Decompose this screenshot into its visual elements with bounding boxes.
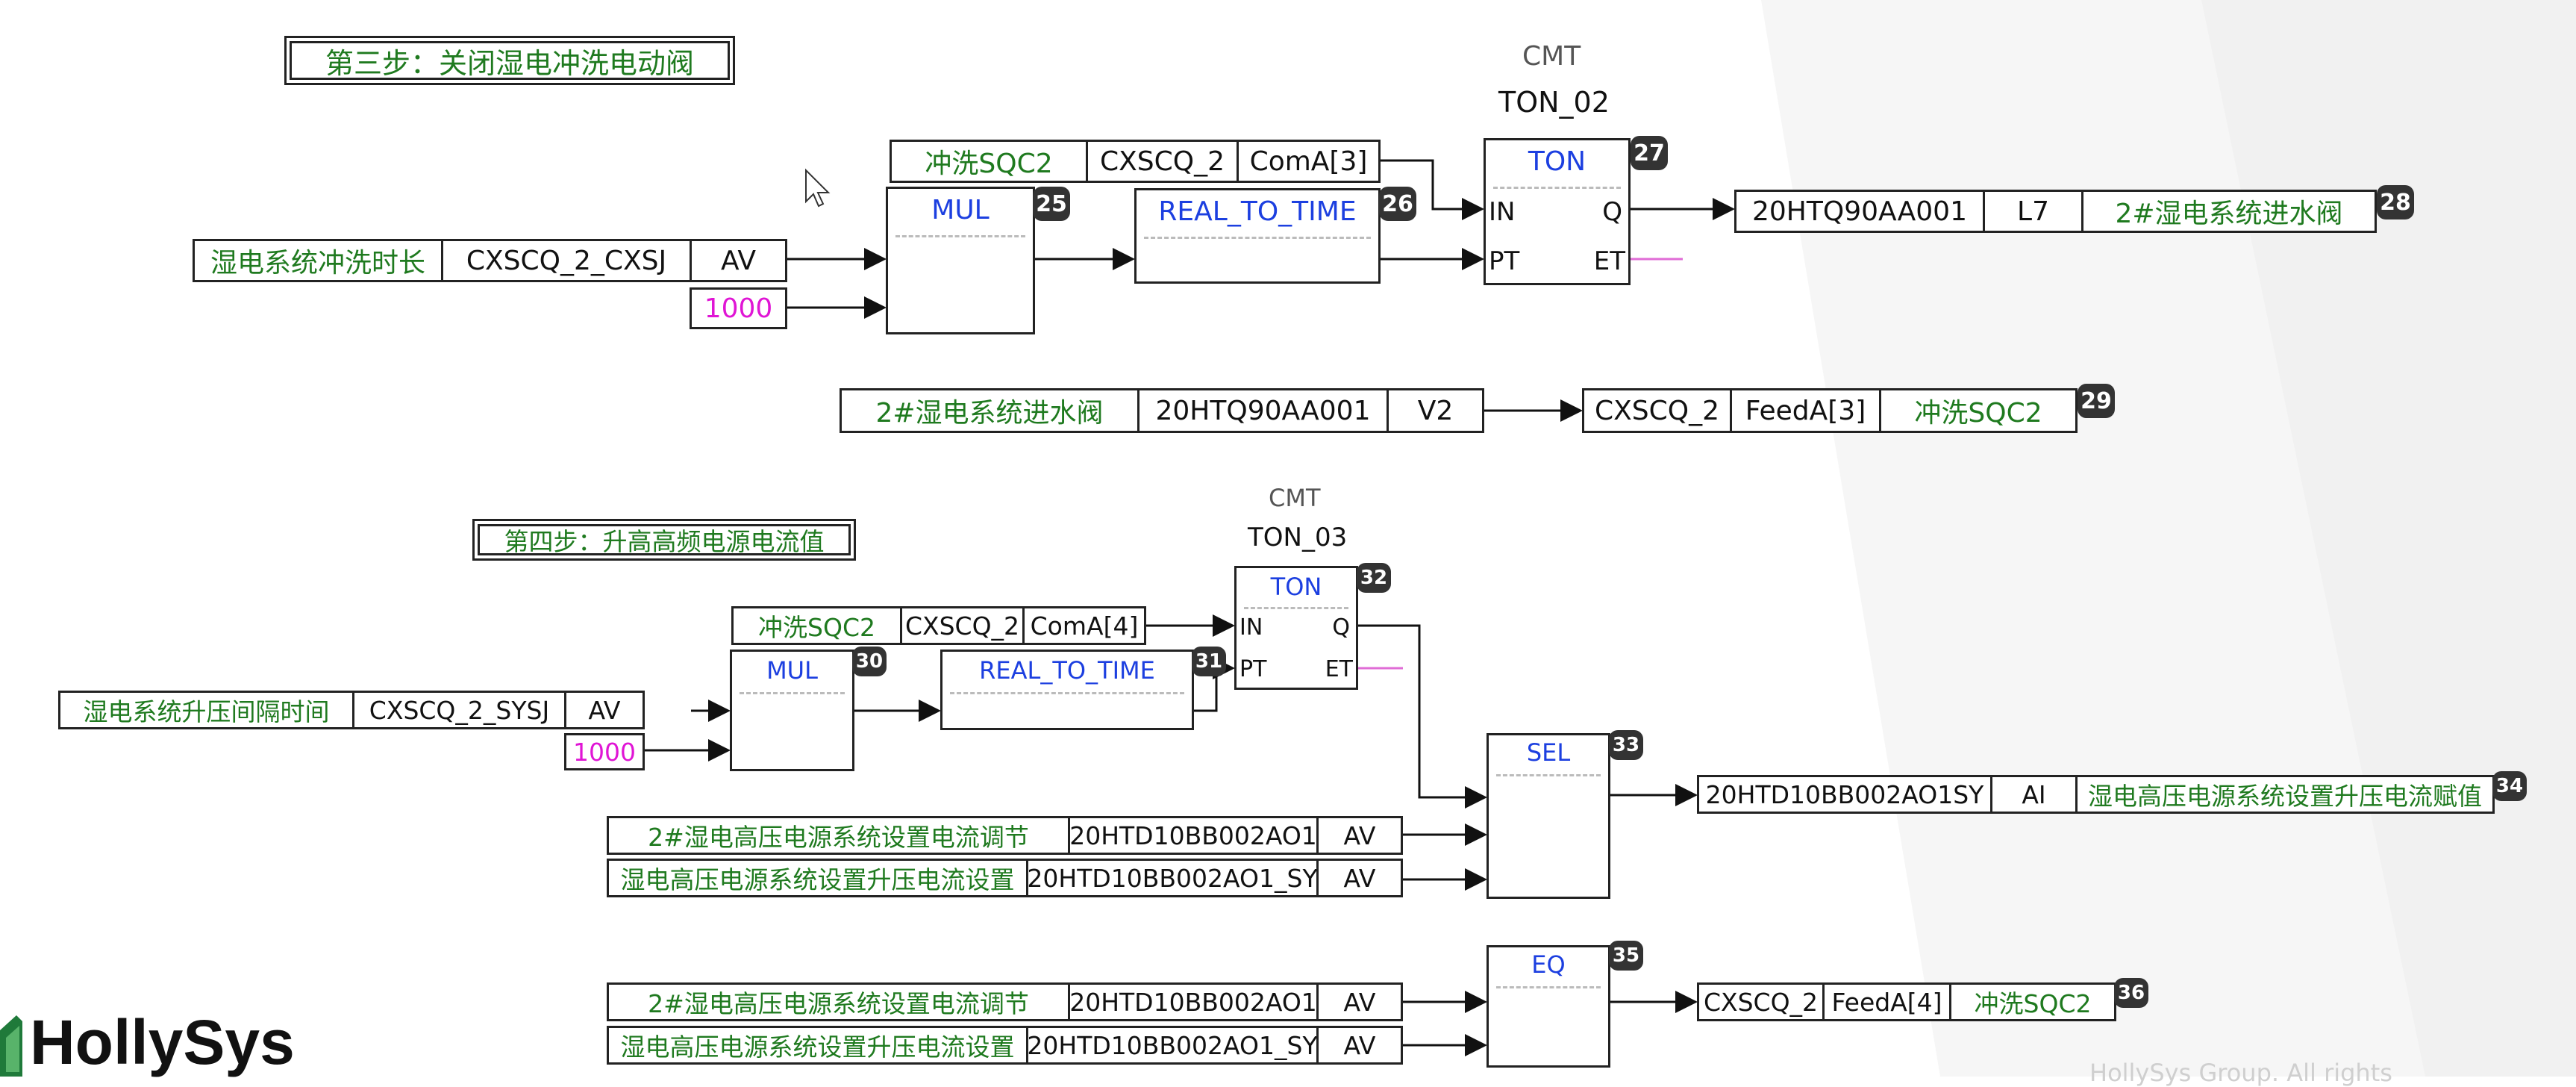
step4-eq-output-cell[interactable]: 冲洗SQC2 [1949, 982, 2116, 1021]
step4-cmt-label: CMT [1269, 484, 1321, 512]
block-name: MUL [931, 195, 990, 225]
step4-mul-block[interactable]: MUL [730, 650, 854, 771]
mouse-cursor-icon [805, 168, 831, 208]
step4-top-input-cell[interactable]: ComA[4] [1022, 606, 1146, 645]
step4-ton-block[interactable]: TON IN PT Q ET [1234, 566, 1358, 690]
block-id-badge: 34 [2492, 771, 2527, 801]
ton-pt-port: PT [1489, 246, 1520, 276]
block-divider [740, 692, 845, 694]
step4-top-input-cell[interactable]: 冲洗SQC2 [731, 606, 902, 645]
block-id-badge: 30 [852, 647, 887, 676]
step4-sel-input-cell[interactable]: 20HTD10BB002AO1_SY [1026, 859, 1319, 897]
step3-feedback-target-cell[interactable]: CXSCQ_2 [1582, 388, 1732, 433]
block-id-badge: 32 [1357, 563, 1391, 593]
block-id-badge: 28 [2377, 185, 2414, 219]
step4-title: 第四步：升高高频电源电流值 [472, 519, 856, 561]
ton-in-port: IN [1489, 197, 1516, 227]
step4-sel-input-cell[interactable]: 2#湿电高压电源系统设置电流调节 [607, 816, 1070, 855]
step3-feedback-target-cell[interactable]: FeedA[3] [1730, 388, 1881, 433]
block-divider [895, 235, 1025, 237]
step4-constant[interactable]: 1000 [564, 733, 645, 770]
step4-sel-input-cell[interactable]: AV [1316, 859, 1403, 897]
step4-eq-input-cell[interactable]: 湿电高压电源系统设置升压电流设置 [607, 1026, 1028, 1065]
step4-sel-block[interactable]: SEL [1486, 733, 1610, 899]
block-divider [1244, 607, 1348, 609]
step3-feedback-source-cell[interactable]: 20HTQ90AA001 [1137, 388, 1389, 433]
ton-et-port: ET [1593, 246, 1625, 276]
hollysys-logo-icon [0, 1015, 22, 1077]
block-id-badge: 35 [1609, 941, 1643, 971]
ton-in-port: IN [1239, 614, 1263, 641]
logo-text: HollySys [30, 1006, 295, 1077]
block-id-badge: 33 [1609, 730, 1643, 760]
block-name: TON [1528, 146, 1586, 177]
block-id-badge: 25 [1033, 187, 1070, 221]
step3-feedback-source-cell[interactable]: 2#湿电系统进水阀 [840, 388, 1139, 433]
step3-ton-block[interactable]: TON IN PT Q ET [1484, 138, 1631, 285]
step3-duration-cell[interactable]: AV [690, 239, 787, 282]
step3-top-input-cell[interactable]: 冲洗SQC2 [890, 140, 1088, 183]
step4-interval-cell[interactable]: CXSCQ_2_SYSJ [352, 691, 566, 729]
step4-interval-cell[interactable]: AV [564, 691, 645, 729]
hollysys-logo: HollySys [0, 1006, 295, 1077]
step4-sel-input-cell[interactable]: AV [1316, 816, 1403, 855]
step4-interval-cell[interactable]: 湿电系统升压间隔时间 [58, 691, 354, 729]
step4-sel-input-cell[interactable]: 20HTD10BB002AO1 [1068, 816, 1319, 855]
block-divider [1493, 187, 1621, 189]
step3-duration-cell[interactable]: CXSCQ_2_CXSJ [441, 239, 692, 282]
step3-top-input-cell[interactable]: CXSCQ_2 [1086, 140, 1239, 183]
copyright-text: HollySys Group. All rights [2089, 1059, 2392, 1087]
step3-output-cell[interactable]: 20HTQ90AA001 [1734, 190, 1985, 233]
ton-q-port: Q [1602, 197, 1622, 227]
block-name: EQ [1531, 950, 1566, 979]
step4-sel-output-cell[interactable]: AI [1990, 775, 2078, 814]
step3-real-to-time-block[interactable]: REAL_TO_TIME [1134, 188, 1381, 284]
step4-sel-input-cell[interactable]: 湿电高压电源系统设置升压电流设置 [607, 859, 1028, 897]
block-id-badge: 31 [1192, 647, 1226, 676]
step4-eq-input-cell[interactable]: 20HTD10BB002AO1_SY [1026, 1026, 1319, 1065]
block-id-badge: 26 [1379, 187, 1416, 221]
step3-duration-cell[interactable]: 湿电系统冲洗时长 [193, 239, 443, 282]
step3-top-input-cell[interactable]: ComA[3] [1237, 140, 1381, 183]
step4-eq-output-cell[interactable]: FeedA[4] [1822, 982, 1951, 1021]
ton-pt-port: PT [1239, 656, 1267, 682]
step4-eq-input-cell[interactable]: AV [1316, 1026, 1403, 1065]
block-id-badge: 29 [2078, 384, 2115, 418]
step3-timer-name: TON_02 [1498, 86, 1610, 119]
step3-mul-block[interactable]: MUL [886, 187, 1035, 334]
ton-et-port: ET [1325, 656, 1353, 682]
step4-timer-name: TON_03 [1248, 523, 1348, 552]
step4-eq-input-cell[interactable]: AV [1316, 982, 1403, 1021]
step4-eq-input-cell[interactable]: 2#湿电高压电源系统设置电流调节 [607, 982, 1070, 1021]
step3-constant[interactable]: 1000 [690, 287, 787, 329]
step4-eq-output-cell[interactable]: CXSCQ_2 [1697, 982, 1825, 1021]
block-id-badge: 27 [1631, 136, 1668, 170]
step3-output-cell[interactable]: 2#湿电系统进水阀 [2081, 190, 2377, 233]
block-divider [950, 692, 1184, 694]
block-divider [1496, 986, 1601, 988]
step4-sel-output-cell[interactable]: 20HTD10BB002AO1SY [1697, 775, 1992, 814]
step3-title: 第三步：关闭湿电冲洗电动阀 [284, 36, 735, 85]
block-name: MUL [766, 656, 818, 685]
step4-top-input-cell[interactable]: CXSCQ_2 [900, 606, 1025, 645]
step4-sel-output-cell[interactable]: 湿电高压电源系统设置升压电流赋值 [2075, 775, 2495, 814]
block-name: REAL_TO_TIME [1158, 196, 1357, 227]
block-name: REAL_TO_TIME [979, 656, 1155, 685]
step4-eq-input-cell[interactable]: 20HTD10BB002AO1 [1068, 982, 1319, 1021]
block-divider [1144, 237, 1371, 239]
step4-eq-block[interactable]: EQ [1486, 945, 1610, 1068]
block-name: SEL [1526, 738, 1571, 767]
block-id-badge: 36 [2114, 978, 2148, 1008]
block-name: TON [1270, 573, 1322, 601]
step3-feedback-target-cell[interactable]: 冲洗SQC2 [1879, 388, 2078, 433]
step3-cmt-label: CMT [1522, 41, 1581, 72]
block-divider [1496, 774, 1601, 776]
step4-real-to-time-block[interactable]: REAL_TO_TIME [940, 650, 1194, 730]
ton-q-port: Q [1332, 614, 1350, 641]
step3-output-cell[interactable]: L7 [1983, 190, 2083, 233]
step3-feedback-source-cell[interactable]: V2 [1387, 388, 1484, 433]
